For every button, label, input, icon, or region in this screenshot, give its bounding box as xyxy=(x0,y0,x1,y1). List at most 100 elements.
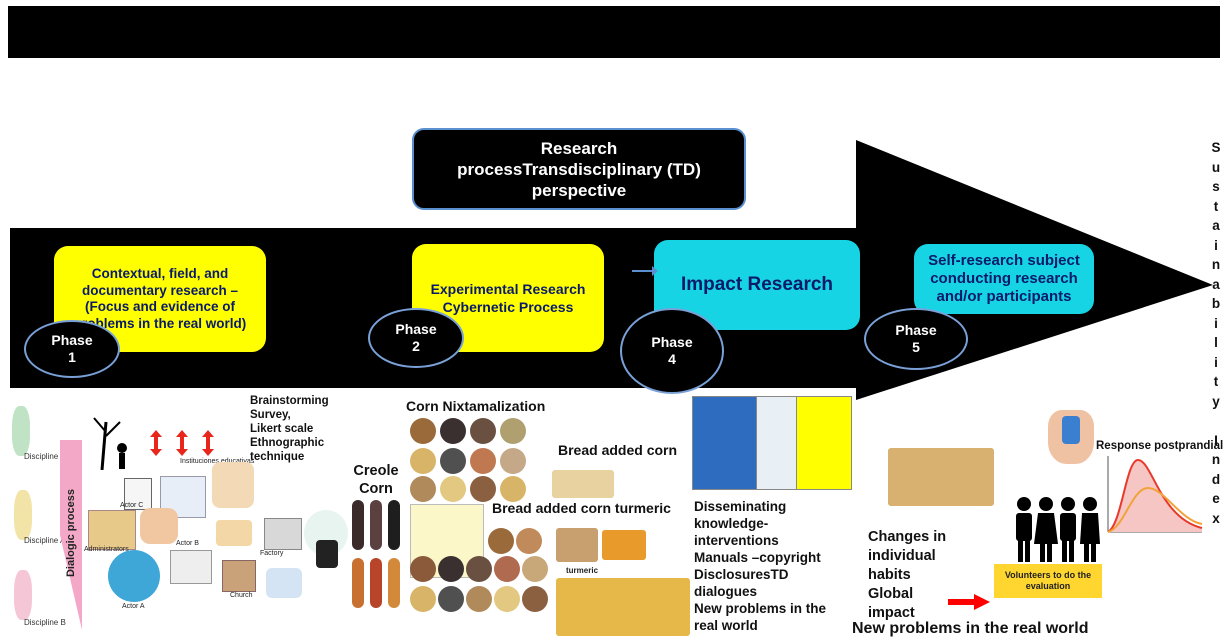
side-letter: t xyxy=(1213,198,1219,214)
dissemination-line-3: interventions xyxy=(694,533,779,548)
turmeric-root-image xyxy=(602,530,646,560)
bread-samples-image xyxy=(556,578,690,636)
side-letter: y xyxy=(1212,393,1220,409)
method-1: Brainstorming xyxy=(250,395,329,407)
phase-4-number: 4 xyxy=(668,351,676,367)
actor-a-label: Actor A xyxy=(122,603,145,610)
side-letter: b xyxy=(1211,296,1221,311)
whiteboard-figure xyxy=(124,478,152,510)
phase-5-text: Self-research subject conducting researc… xyxy=(928,252,1080,305)
classroom-figure xyxy=(170,550,212,584)
volunteers-icon xyxy=(1016,497,1100,562)
side-letter xyxy=(1206,411,1226,431)
dissemination-line-4: Manuals –copyright xyxy=(694,550,821,565)
turmeric-bread-image xyxy=(556,528,598,562)
volunteers-label: Volunteers to do the evaluation xyxy=(1004,570,1092,591)
dissemination-line-8: real world xyxy=(694,618,758,633)
glucose-meter-icon xyxy=(1062,416,1080,444)
actor-b-label: Actor B xyxy=(176,540,199,547)
disclosure-page xyxy=(796,396,852,490)
side-letter: i xyxy=(1214,237,1218,253)
changes-list: Changes in individual habits Global impa… xyxy=(868,528,946,623)
side-letter: l xyxy=(1214,335,1218,350)
methods-list: Brainstorming Survey, Likert scale Ethno… xyxy=(250,394,329,464)
postprandial-chart xyxy=(1107,456,1203,533)
phase-4-label: Phase xyxy=(651,334,693,350)
consult-figure xyxy=(266,568,302,598)
tree-figure xyxy=(92,412,132,471)
map-page xyxy=(756,396,798,490)
top-banner xyxy=(8,6,1220,58)
phase-5-label: Phase xyxy=(895,322,937,338)
changes-line-1: Changes in xyxy=(868,529,947,545)
side-letter: x xyxy=(1212,510,1220,526)
turmeric-seeds xyxy=(410,528,548,612)
discipline-c-label: Discipline c xyxy=(24,452,65,461)
method-2: Survey, xyxy=(250,409,291,421)
new-problems-label: New problems in the real world xyxy=(852,620,1089,637)
dialogic-label-wrap: Dialogic process xyxy=(56,462,86,612)
discipline-a-label: Discipline A xyxy=(24,536,66,545)
phase-1-ellipse: Phase 1 xyxy=(24,320,120,378)
administrators-label: Administrators xyxy=(84,546,129,553)
phase-4-ellipse: Phase 4 xyxy=(620,308,724,394)
dialogic-wedge xyxy=(60,440,82,630)
changes-line-5: impact xyxy=(868,605,915,621)
phase-1-label: Phase xyxy=(51,332,93,348)
side-letter: i xyxy=(1214,354,1218,370)
side-letter: S xyxy=(1211,140,1221,155)
connector-arrow xyxy=(632,266,658,276)
phase-2-label: Phase xyxy=(395,321,437,337)
side-letter: n xyxy=(1211,452,1221,467)
church-label: Church xyxy=(230,592,253,599)
factory-label: Factory xyxy=(260,550,284,557)
discipline-c-figure xyxy=(12,406,30,456)
dissemination-line-7: New problems in the xyxy=(694,601,827,616)
discipline-b-label: Discipline B xyxy=(24,618,66,627)
side-letter: a xyxy=(1212,276,1220,292)
title-box: Research processTransdisciplinary (TD) p… xyxy=(412,128,746,210)
phase-5-ellipse: Phase 5 xyxy=(864,308,968,370)
creole-corn-image xyxy=(352,500,402,612)
phase-2-text: Experimental Research Cybernetic Process xyxy=(430,281,586,315)
response-label: Response postprandial xyxy=(1096,440,1224,452)
creole-corn-label: Creole Corn xyxy=(353,463,399,497)
dissemination-line-6: dialogues xyxy=(694,584,758,599)
nixtamalization-label: Corn Nixtamalization xyxy=(406,398,546,414)
side-letter: I xyxy=(1214,432,1218,448)
changes-line-3: habits xyxy=(868,567,911,583)
group-figure xyxy=(212,462,254,508)
side-letter: s xyxy=(1212,179,1220,194)
side-letter: e xyxy=(1212,491,1220,506)
discipline-b-figure xyxy=(14,570,32,620)
pair-figure xyxy=(316,540,338,568)
dissemination-list: Disseminating knowledge- interventions M… xyxy=(694,498,826,634)
dissemination-line-2: knowledge- xyxy=(694,516,769,531)
bread-turmeric-label: Bread added corn turmeric xyxy=(492,500,671,516)
actor-a-figure xyxy=(108,550,160,602)
bread-image xyxy=(552,470,614,498)
side-letter: a xyxy=(1212,218,1220,233)
phase-5-number: 5 xyxy=(912,339,920,355)
changes-line-2: individual xyxy=(868,548,936,564)
volunteers-box: Volunteers to do the evaluation xyxy=(994,564,1102,598)
manual-cover xyxy=(692,396,758,490)
discipline-a-figure xyxy=(14,490,32,540)
bread-corn-label: Bread added corn xyxy=(558,442,678,458)
side-letter: u xyxy=(1211,159,1221,175)
disciplines-panel: Discipline c Discipline A Discipline B xyxy=(4,400,74,635)
title-text: Research processTransdisciplinary (TD) p… xyxy=(457,138,701,200)
method-3: Likert scale xyxy=(250,423,314,435)
side-letter: n xyxy=(1211,257,1221,272)
institutions-label: Instituciones educativas xyxy=(180,458,254,465)
building-figure xyxy=(88,510,136,550)
phase-4-text: Impact Research xyxy=(680,274,834,295)
red-right-arrow-icon xyxy=(948,594,990,610)
church-figure xyxy=(222,560,256,592)
side-letter: t xyxy=(1213,374,1219,389)
nixtamal-seeds xyxy=(410,418,545,502)
dialogic-label: Dialogic process xyxy=(65,488,77,578)
people-figure xyxy=(216,520,252,546)
side-letter: d xyxy=(1211,471,1221,487)
